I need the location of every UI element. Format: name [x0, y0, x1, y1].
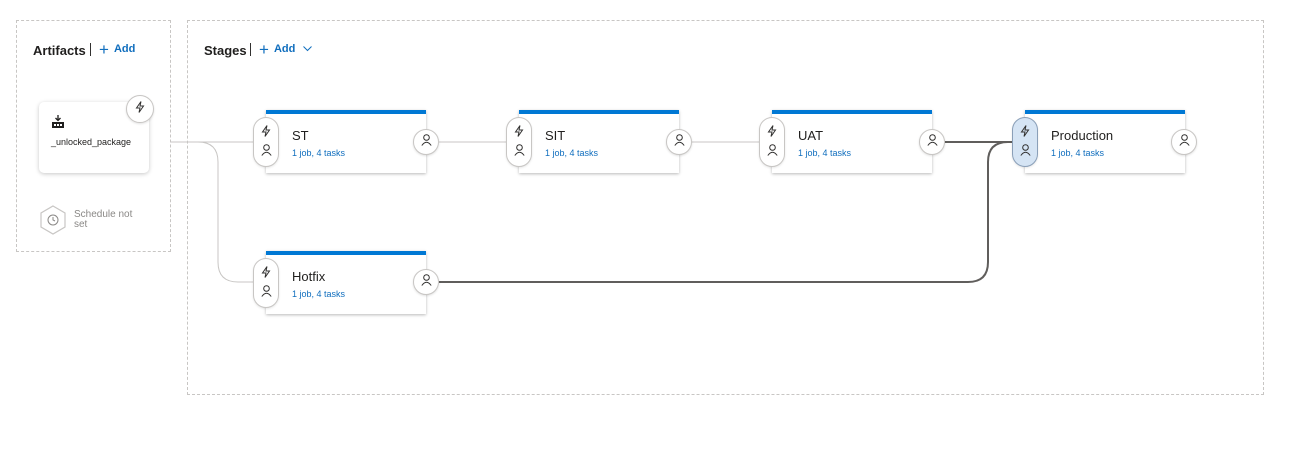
person-icon — [766, 143, 778, 161]
plus-icon: + — [99, 39, 109, 59]
person-icon — [1178, 133, 1190, 151]
person-icon — [1019, 143, 1031, 161]
stages-panel — [187, 20, 1264, 395]
stage-name: UAT — [798, 128, 824, 143]
pre-deployment-conditions-uat[interactable] — [759, 117, 785, 167]
person-icon — [420, 133, 432, 151]
lightning-bolt-icon — [260, 265, 272, 283]
person-icon — [673, 133, 685, 151]
schedule-trigger[interactable]: Schedule not set — [39, 205, 132, 240]
clock-icon — [39, 205, 67, 239]
stages-title: Stages — [204, 43, 247, 58]
artifact-name: _unlocked_package — [51, 137, 132, 147]
pre-deployment-conditions-hotfix[interactable] — [253, 258, 279, 308]
chevron-down-icon — [303, 43, 313, 55]
lightning-bolt-icon — [766, 124, 778, 142]
person-icon — [926, 133, 938, 151]
post-deployment-conditions-st[interactable] — [413, 129, 439, 155]
lightning-bolt-icon — [513, 124, 525, 142]
stage-name: ST — [292, 128, 309, 143]
add-stage-label: Add — [273, 43, 296, 55]
plus-icon: + — [259, 39, 269, 59]
stage-name: SIT — [545, 128, 566, 143]
stage-summary-link[interactable]: 1 job, 4 tasks — [798, 148, 852, 158]
build-artifact-icon — [51, 115, 65, 134]
stage-summary-link[interactable]: 1 job, 4 tasks — [1051, 148, 1105, 158]
add-stage-button[interactable]: + Add — [259, 39, 313, 59]
stage-card-hotfix[interactable]: Hotfix 1 job, 4 tasks — [266, 251, 426, 314]
person-icon — [420, 273, 432, 291]
schedule-label: Schedule not set — [74, 209, 133, 230]
post-deployment-conditions-sit[interactable] — [666, 129, 692, 155]
person-icon — [513, 143, 525, 161]
add-artifact-label: Add — [113, 43, 136, 55]
post-deployment-conditions-production[interactable] — [1171, 129, 1197, 155]
person-icon — [260, 143, 272, 161]
person-icon — [260, 284, 272, 302]
lightning-bolt-icon — [134, 100, 146, 118]
title-separator — [90, 43, 91, 56]
stage-card-production[interactable]: Production 1 job, 4 tasks — [1025, 110, 1185, 173]
stage-card-sit[interactable]: SIT 1 job, 4 tasks — [519, 110, 679, 173]
stage-summary-link[interactable]: 1 job, 4 tasks — [292, 148, 346, 158]
post-deployment-conditions-hotfix[interactable] — [413, 269, 439, 295]
stage-summary-link[interactable]: 1 job, 4 tasks — [545, 148, 599, 158]
stage-card-st[interactable]: ST 1 job, 4 tasks — [266, 110, 426, 173]
stage-card-uat[interactable]: UAT 1 job, 4 tasks — [772, 110, 932, 173]
pre-deployment-conditions-production[interactable] — [1012, 117, 1038, 167]
add-artifact-button[interactable]: + Add — [99, 39, 136, 59]
continuous-deployment-trigger-button[interactable] — [126, 95, 154, 123]
post-deployment-conditions-uat[interactable] — [919, 129, 945, 155]
artifacts-panel — [16, 20, 171, 252]
stage-name: Hotfix — [292, 269, 326, 284]
pre-deployment-conditions-st[interactable] — [253, 117, 279, 167]
pre-deployment-conditions-sit[interactable] — [506, 117, 532, 167]
artifacts-title: Artifacts — [33, 43, 86, 58]
title-separator — [250, 43, 251, 56]
lightning-bolt-icon — [260, 124, 272, 142]
lightning-bolt-icon — [1019, 124, 1031, 142]
stage-summary-link[interactable]: 1 job, 4 tasks — [292, 289, 346, 299]
stage-name: Production — [1051, 128, 1114, 143]
